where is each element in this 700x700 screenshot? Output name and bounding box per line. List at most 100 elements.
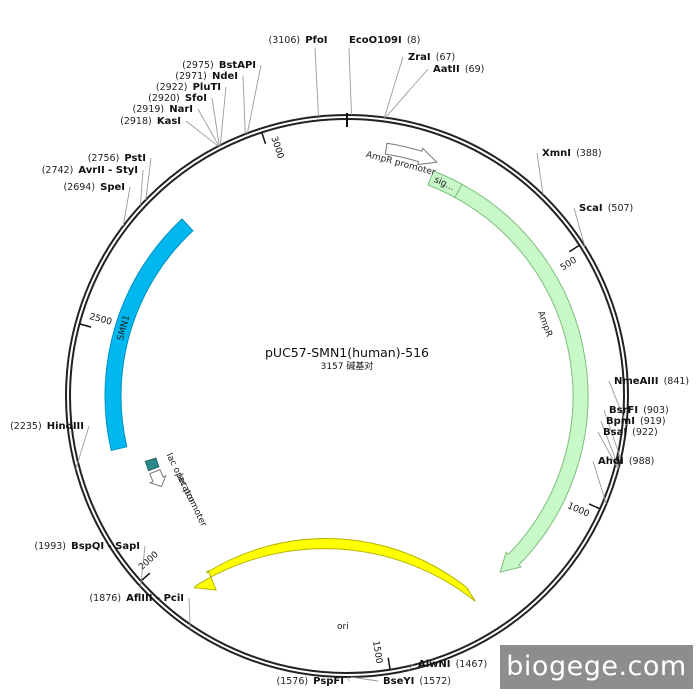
site-bseyi[interactable]: BseYI (1572) bbox=[350, 669, 451, 688]
site-name: EcoO109I bbox=[349, 35, 402, 46]
site-name: BstAPI bbox=[219, 60, 256, 71]
site-bsai[interactable]: BsaI (922) bbox=[597, 420, 658, 470]
site-psti[interactable]: (2756) PstI bbox=[88, 146, 152, 200]
site-avrii-styi[interactable]: (2742) AvrII - StyI bbox=[42, 158, 144, 206]
site-name: NdeI bbox=[212, 71, 238, 82]
site-nari[interactable]: (2919) NarI bbox=[133, 97, 220, 147]
site-bstapi[interactable]: (2975) BstAPI bbox=[182, 53, 262, 134]
site-pfoi[interactable]: (3106) PfoI bbox=[269, 28, 328, 117]
site-label: (2756) PstI bbox=[88, 146, 146, 165]
scale-tick-500 bbox=[568, 244, 580, 253]
site-name: PstI bbox=[124, 153, 146, 164]
scale-tick-label: 1000 bbox=[566, 501, 591, 520]
site-leader-line bbox=[75, 425, 90, 470]
ori-arrow[interactable] bbox=[193, 538, 476, 602]
site-leader-line bbox=[408, 663, 414, 671]
site-bsrfi[interactable]: BsrFI (903) bbox=[603, 398, 669, 460]
site-ecoo109i[interactable]: EcoO109I (8) bbox=[348, 28, 420, 116]
site-scai[interactable]: ScaI (507) bbox=[573, 196, 633, 247]
site-name: AatII bbox=[433, 64, 460, 75]
site-position: (2918) bbox=[120, 116, 152, 127]
site-position: (1993) bbox=[34, 541, 66, 552]
site-label: (1876) AflIII - PciI bbox=[89, 586, 184, 605]
site-leader-line bbox=[122, 186, 131, 227]
site-zrai[interactable]: ZraI (67) bbox=[383, 45, 456, 118]
site-label: (3106) PfoI bbox=[269, 28, 328, 47]
site-nmeaiii[interactable]: NmeAIII (841) bbox=[608, 369, 689, 426]
site-pluti[interactable]: (2922) PluTI bbox=[156, 75, 227, 146]
smn1-feature[interactable] bbox=[104, 218, 194, 451]
backbone-inner-ring bbox=[69, 118, 625, 674]
ampr-label: AmpR bbox=[535, 310, 554, 339]
site-leader-line bbox=[145, 157, 152, 200]
lac-promoter-label: lac promoter bbox=[174, 472, 208, 528]
site-label: EcoO109I (8) bbox=[349, 28, 420, 47]
site-leader-line bbox=[347, 676, 350, 682]
site-position: (67) bbox=[436, 52, 456, 63]
site-leader-line bbox=[242, 75, 246, 135]
site-bpmi[interactable]: BpmI (919) bbox=[600, 409, 666, 468]
site-label: (2235) HindIII bbox=[10, 414, 84, 433]
site-aatii[interactable]: AatII (69) bbox=[385, 57, 485, 118]
site-position: (988) bbox=[629, 456, 655, 467]
site-label: XmnI (388) bbox=[542, 141, 602, 160]
site-xmni[interactable]: XmnI (388) bbox=[536, 141, 602, 195]
site-label: (2920) SfoI bbox=[148, 86, 207, 105]
site-name: PfoI bbox=[305, 35, 327, 46]
site-position: (388) bbox=[576, 148, 602, 159]
site-name: NarI bbox=[169, 104, 193, 115]
site-position: (1576) bbox=[276, 676, 308, 687]
lac-promoter-arrow[interactable] bbox=[148, 469, 167, 488]
site-leader-line bbox=[185, 120, 219, 147]
site-ndei[interactable]: (2971) NdeI bbox=[175, 64, 246, 135]
site-leader-line bbox=[536, 152, 544, 195]
site-label: (2919) NarI bbox=[133, 97, 193, 116]
site-label: (2918) KasI bbox=[120, 109, 181, 128]
site-name: PspFI bbox=[313, 676, 344, 687]
site-position: (69) bbox=[465, 64, 485, 75]
site-spei[interactable]: (2694) SpeI bbox=[63, 175, 131, 227]
site-hindiii[interactable]: (2235) HindIII bbox=[10, 414, 90, 470]
site-leader-line bbox=[314, 47, 319, 117]
site-label: BsrFI (903) bbox=[609, 398, 669, 417]
site-label: (2694) SpeI bbox=[63, 175, 125, 194]
site-label: (2971) NdeI bbox=[175, 64, 238, 83]
site-ahdi[interactable]: AhdI (988) bbox=[592, 449, 655, 505]
site-leader-line bbox=[573, 207, 586, 247]
scale-tick-label: 2000 bbox=[137, 550, 161, 573]
site-label: AatII (69) bbox=[433, 57, 484, 76]
site-label: (1576) PspFI bbox=[276, 669, 344, 688]
site-alwni[interactable]: AlwNI (1467) bbox=[408, 652, 487, 671]
ampr-arrow[interactable] bbox=[454, 183, 589, 573]
site-position: (2922) bbox=[156, 82, 188, 93]
site-name: ScaI bbox=[579, 203, 603, 214]
site-position: (2235) bbox=[10, 421, 42, 432]
site-leader-line bbox=[348, 47, 352, 116]
scale-tick-1000 bbox=[588, 503, 601, 510]
scale-tick-1500 bbox=[387, 657, 391, 670]
site-position: (841) bbox=[664, 376, 690, 387]
site-sfoi[interactable]: (2920) SfoI bbox=[148, 86, 220, 146]
site-label: NmeAIII (841) bbox=[614, 369, 689, 388]
site-label: AlwNI (1467) bbox=[418, 652, 487, 671]
site-name: SfoI bbox=[185, 93, 207, 104]
site-kasi[interactable]: (2918) KasI bbox=[120, 109, 219, 147]
site-leader-line bbox=[592, 460, 607, 505]
ampr-promoter-arrow[interactable] bbox=[384, 142, 438, 166]
sig-feature[interactable] bbox=[427, 170, 463, 199]
site-position: (2742) bbox=[42, 165, 74, 176]
site-pspfi[interactable]: (1576) PspFI bbox=[276, 669, 350, 688]
site-name: ZraI bbox=[408, 52, 431, 63]
site-name: AflIII - PciI bbox=[126, 593, 184, 604]
site-position: (2971) bbox=[175, 71, 207, 82]
site-position: (8) bbox=[407, 35, 420, 46]
site-label: (2922) PluTI bbox=[156, 75, 221, 94]
site-afliii-pcii[interactable]: (1876) AflIII - PciI bbox=[89, 586, 191, 630]
site-position: (922) bbox=[632, 427, 658, 438]
scale-tick-label: 500 bbox=[559, 255, 579, 273]
site-name: PluTI bbox=[193, 82, 221, 93]
lac-operator-feature[interactable] bbox=[144, 457, 160, 472]
site-bspqi-sapi[interactable]: (1993) BspQI - SapI bbox=[34, 534, 146, 587]
plasmid-title: pUC57-SMN1(human)-516 bbox=[265, 345, 429, 360]
